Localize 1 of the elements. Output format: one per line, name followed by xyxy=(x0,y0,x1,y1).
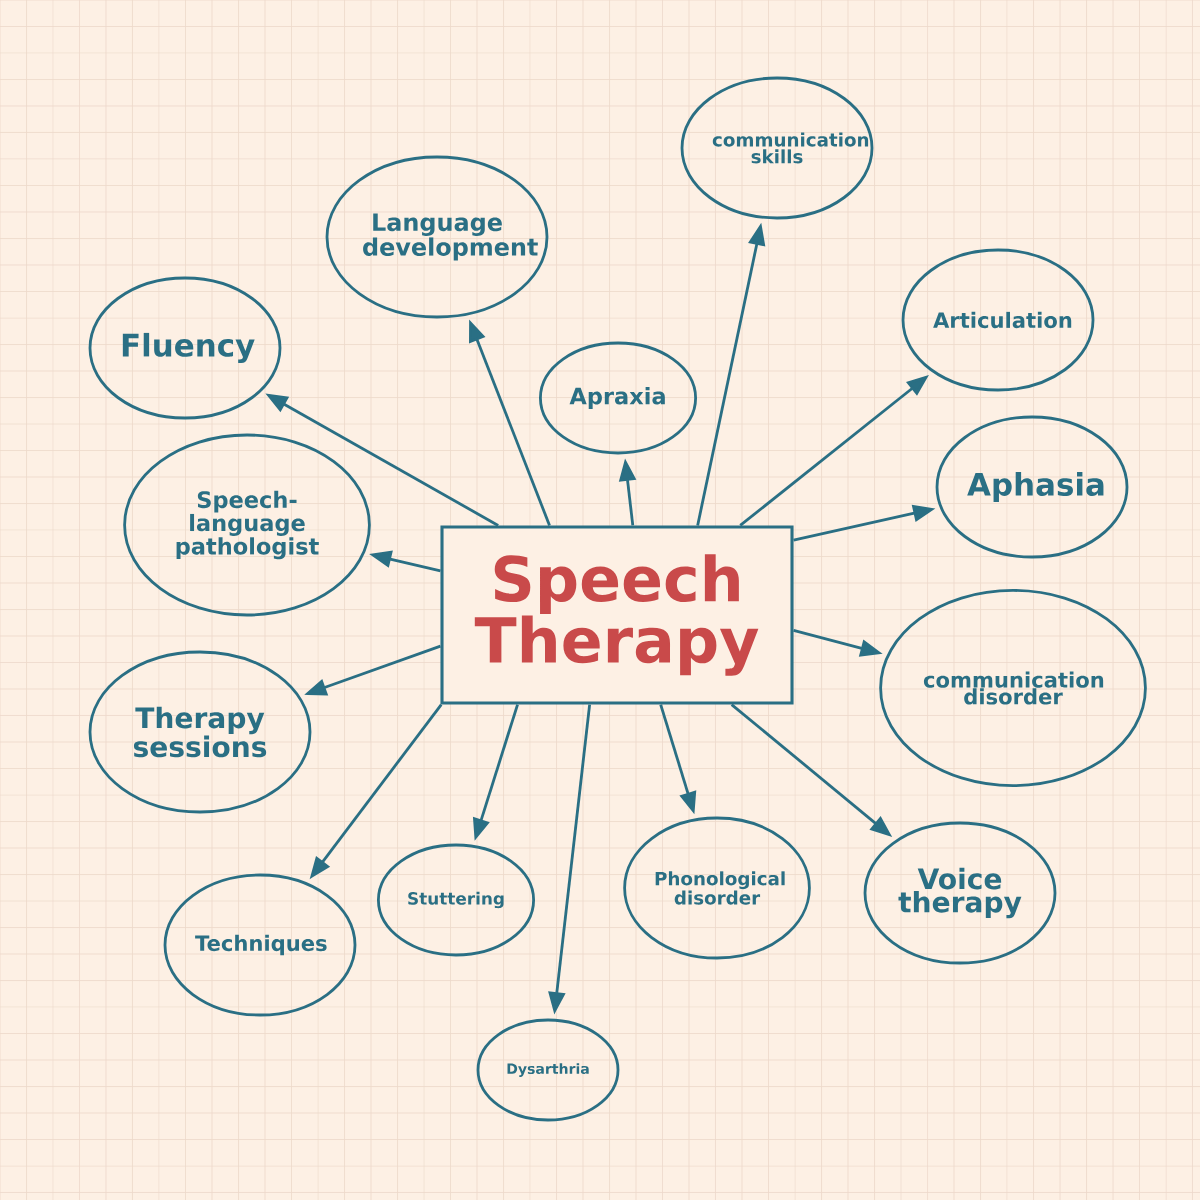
title-box: Speech Therapy xyxy=(440,525,794,705)
